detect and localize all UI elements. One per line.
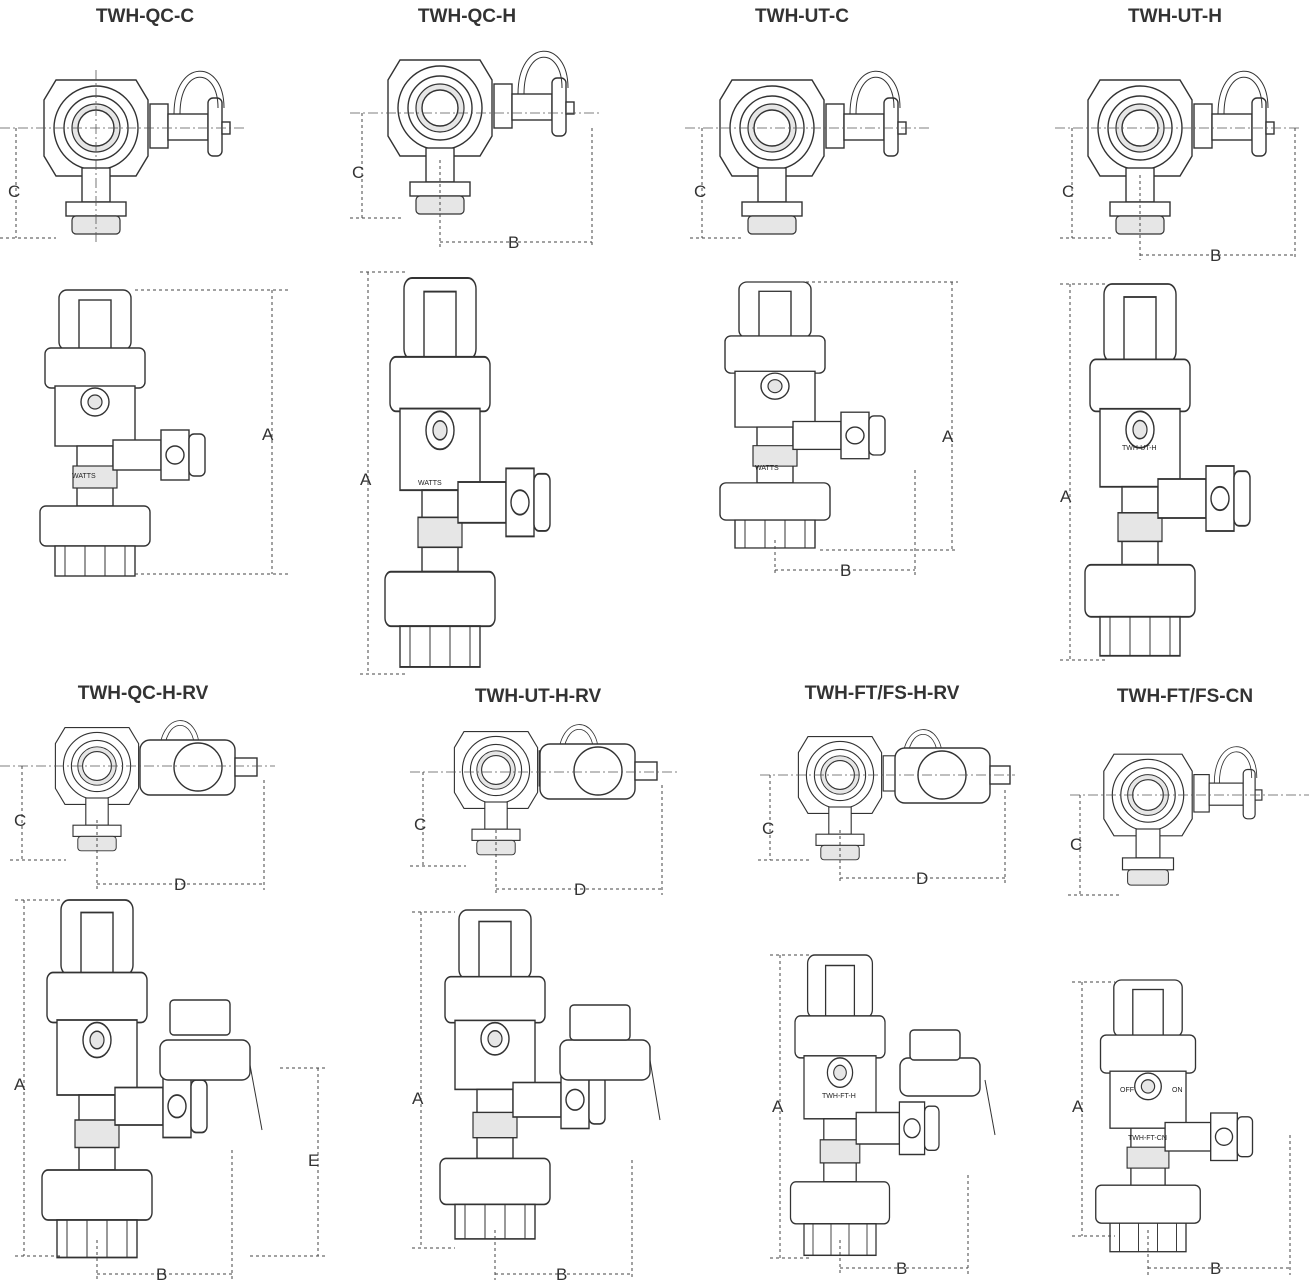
title-twh-ut-h-rv: TWH-UT-H-RV <box>474 686 602 707</box>
dim-b-ft-fs-h-rv: B <box>896 1259 907 1278</box>
title-twh-qc-c: TWH-QC-C <box>95 6 195 27</box>
dim-c-ut-h-rv: C <box>414 815 426 834</box>
view-qc-h-rv-top: C D <box>0 720 275 894</box>
dim-c-ut-h: C <box>1062 182 1074 201</box>
title-twh-ft-fs-h-rv: TWH-FT/FS-H-RV <box>804 683 960 704</box>
view-qc-h-top: C B <box>350 50 600 252</box>
view-ft-fs-h-rv-top: C D <box>758 729 1015 888</box>
dim-c-qc-h: C <box>352 163 364 182</box>
view-ut-h-top: C B <box>1055 70 1300 265</box>
view-ft-fs-cn-top: C <box>1068 746 1309 896</box>
dim-a-ut-h: A <box>1060 487 1072 506</box>
dim-b-qc-h-rv: B <box>156 1265 167 1283</box>
title-twh-ft-fs-cn: TWH-FT/FS-CN <box>1116 686 1254 707</box>
dim-c-ft-fs-cn: C <box>1070 835 1082 854</box>
dim-a-qc-h: A <box>360 470 372 489</box>
view-ft-fs-cn-side: TWH-FT-CN OFF ON A B <box>1072 979 1291 1278</box>
dim-c-qc-c: C <box>8 182 20 201</box>
marking-qc-h-brand: WATTS <box>418 480 442 487</box>
view-ut-c-side: WATTS A B <box>719 281 958 580</box>
dim-c-ft-fs-h-rv: C <box>762 819 774 838</box>
dim-d-qc-h-rv: D <box>174 875 186 894</box>
dim-b-ut-h: B <box>1210 246 1221 265</box>
view-qc-h-side: WATTS A <box>360 271 551 675</box>
dim-c-qc-h-rv: C <box>14 811 26 830</box>
marking-qc-c-brand: WATTS <box>72 473 96 480</box>
title-twh-qc-h-rv: TWH-QC-H-RV <box>77 683 209 704</box>
dim-a-ut-c: A <box>942 427 954 446</box>
view-ut-c-top: C <box>685 70 930 239</box>
marking-cn-part: TWH-FT-CN <box>1128 1135 1167 1142</box>
dim-a-qc-h-rv: A <box>14 1075 26 1094</box>
dim-a-ft-fs-cn: A <box>1072 1097 1084 1116</box>
dim-a-qc-c: A <box>262 425 274 444</box>
dim-a-ut-h-rv: A <box>412 1089 424 1108</box>
dim-b-qc-h: B <box>508 233 519 252</box>
view-ut-h-rv-top: C D <box>410 724 680 899</box>
marking-cn-off: OFF <box>1120 1087 1134 1094</box>
marking-ut-c-brand: WATTS <box>755 465 779 472</box>
dim-d-ut-h-rv: D <box>574 880 586 899</box>
view-ft-fs-h-rv-side: TWH-FT-H A B <box>770 954 996 1278</box>
dim-b-ut-c: B <box>840 561 851 580</box>
title-twh-qc-h: TWH-QC-H <box>417 6 517 27</box>
dim-d-ft-fs-h-rv: D <box>916 869 928 888</box>
view-ut-h-side: TWH-UT-H A <box>1060 283 1251 661</box>
marking-ft-part: TWH-FT-H <box>822 1093 856 1100</box>
dim-b-ft-fs-cn: B <box>1210 1259 1221 1278</box>
title-twh-ut-h: TWH-UT-H <box>1128 6 1222 27</box>
marking-ut-h-part: TWH-UT-H <box>1122 445 1157 452</box>
dim-c-ut-c: C <box>694 182 706 201</box>
marking-cn-on: ON <box>1172 1087 1183 1094</box>
dim-a-ft-fs-h-rv: A <box>772 1097 784 1116</box>
view-ut-h-rv-side: A B <box>412 909 661 1283</box>
view-qc-c-side: WATTS A <box>39 289 290 577</box>
view-qc-h-rv-side: A E B <box>14 899 325 1283</box>
view-qc-c-top: C <box>0 70 245 245</box>
dim-e-qc-h-rv: E <box>308 1151 319 1170</box>
title-twh-ut-c: TWH-UT-C <box>755 6 849 27</box>
dim-b-ut-h-rv: B <box>556 1265 567 1283</box>
